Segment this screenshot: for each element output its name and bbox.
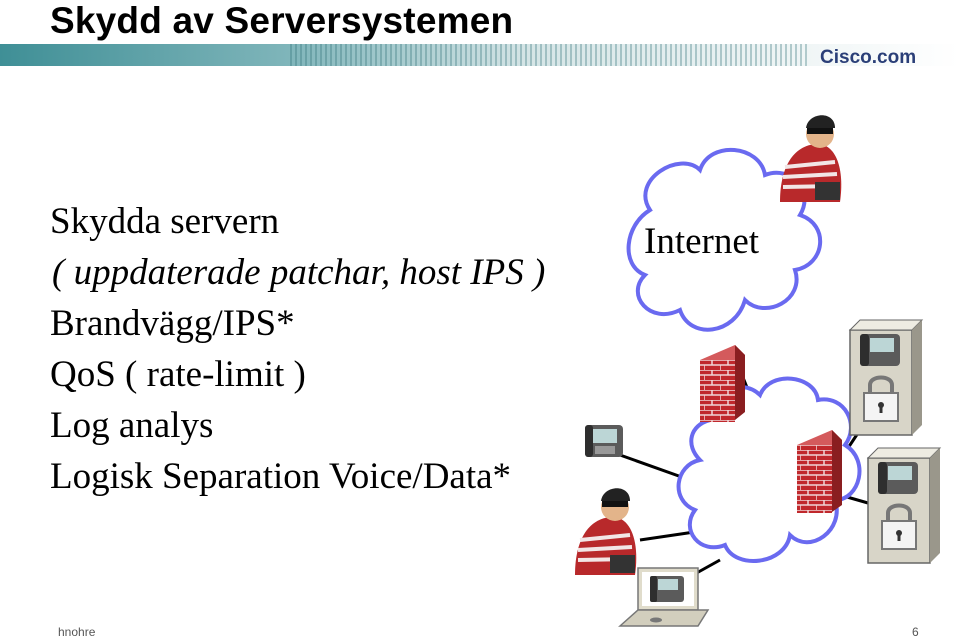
bullet-list: Skydda servern ( uppdaterade patchar, ho… xyxy=(50,196,545,502)
hacker-icon xyxy=(575,488,637,575)
laptop-icon xyxy=(618,567,710,627)
bullet-item: QoS ( rate-limit ) xyxy=(50,354,306,395)
header-band xyxy=(0,44,959,66)
bullet-item: Skydda servern xyxy=(50,201,280,242)
internet-label: Internet xyxy=(644,221,760,262)
firewall-icon xyxy=(700,345,745,422)
ip-phone-icon xyxy=(650,576,684,602)
hacker-icon xyxy=(780,115,842,202)
internet-cloud-icon: Internet xyxy=(626,147,823,332)
server-icon xyxy=(848,319,924,436)
bullet-item: ( uppdaterade patchar, host IPS ) xyxy=(52,252,546,293)
footer-author: hnohre xyxy=(58,625,96,639)
internal-cloud-icon xyxy=(676,376,862,563)
ip-phone-icon xyxy=(878,462,918,494)
page-number: 6 xyxy=(912,625,919,639)
cisco-logo[interactable]: Cisco.com xyxy=(820,47,917,68)
slide-title: Skydd av Serversystemen xyxy=(50,0,514,41)
bullet-item: Logisk Separation Voice/Data* xyxy=(50,456,512,497)
firewall-icon xyxy=(797,430,842,513)
ip-phone-icon xyxy=(585,425,623,457)
padlock-icon xyxy=(881,503,917,550)
padlock-icon xyxy=(863,375,899,422)
server-icon xyxy=(866,447,942,564)
ip-phone-icon xyxy=(860,334,900,366)
bullet-item: Brandvägg/IPS* xyxy=(50,303,295,344)
bullet-item: Log analys xyxy=(50,405,214,446)
